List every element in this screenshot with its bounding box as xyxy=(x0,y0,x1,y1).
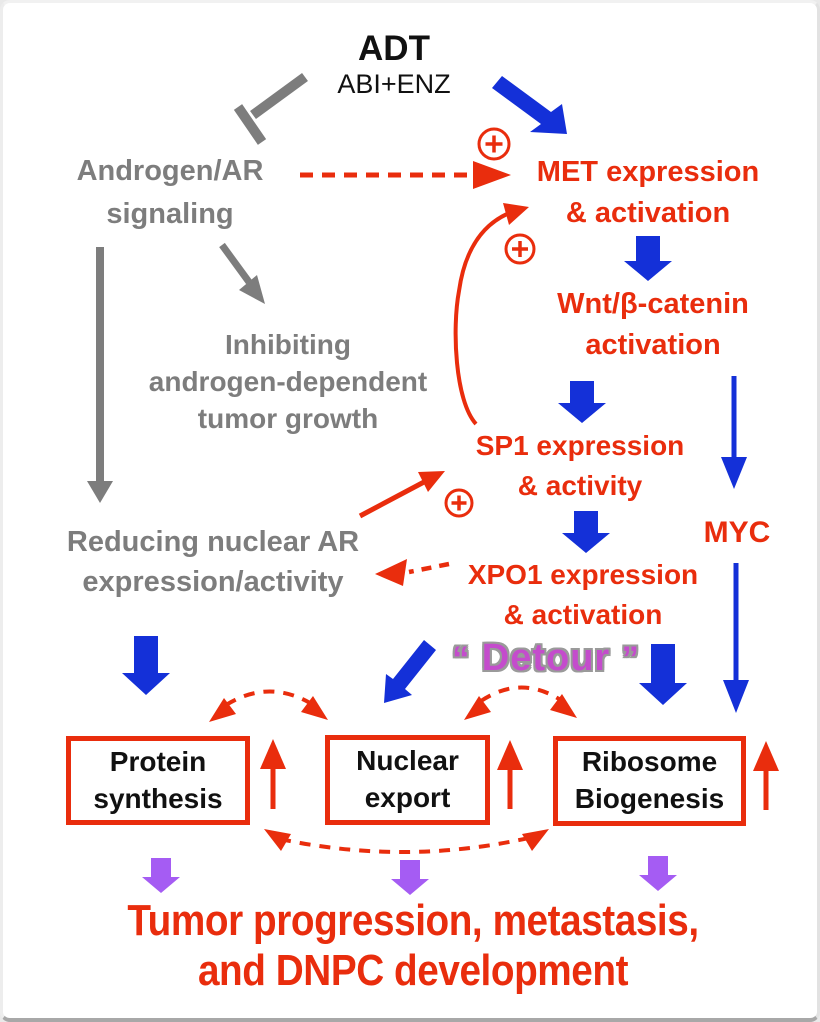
nuclear-line1: Nuclear xyxy=(356,745,459,777)
node-wnt-beta-catenin: Wnt/β-catenin activation xyxy=(557,284,749,366)
sp1-line1: SP1 expression xyxy=(475,430,685,461)
met-line2: & activation xyxy=(565,197,731,230)
xpo1-line1: XPO1 expression xyxy=(467,559,699,590)
arrow-myc-to-ribosome xyxy=(723,563,749,713)
box-ribosome-biogenesis: Ribosome Biogenesis xyxy=(553,736,746,826)
arrow-adt-to-met xyxy=(492,76,567,134)
arrow-protein-nuclear-crosstalk-dashed xyxy=(209,689,328,722)
node-androgen-ar-signaling: Androgen/AR signaling xyxy=(77,150,264,236)
arrow-met-to-wnt xyxy=(624,236,672,281)
outcome-line2: and DNPC development xyxy=(197,946,629,996)
protein-line1: Protein xyxy=(109,745,207,777)
arrow-wnt-to-sp1 xyxy=(558,381,606,423)
node-sp1-expression: SP1 expression & activity xyxy=(476,426,685,506)
outcome-line1: Tumor progression, metastasis, xyxy=(127,896,699,945)
arrow-sp1-to-met-curved xyxy=(453,203,529,426)
reducing-line1: Reducing nuclear AR xyxy=(66,526,360,558)
arrow-protein-to-outcome xyxy=(142,858,180,893)
arrow-nuclear-to-outcome xyxy=(391,860,429,895)
node-xpo1-expression: XPO1 expression & activation xyxy=(468,555,698,635)
wnt-line2: activation xyxy=(585,329,721,362)
arrow-layer: MET --> xyxy=(87,72,779,895)
ribosome-line2: Biogenesis xyxy=(574,783,725,814)
arrow-ribosome-to-outcome xyxy=(639,856,677,891)
nuclear-line2: export xyxy=(364,782,451,813)
arrow-androgen-to-inhibiting xyxy=(219,242,265,304)
arrow-reducing-to-protein xyxy=(122,636,170,695)
arrow-xpo1-to-reducing-dashed xyxy=(375,559,450,586)
arrow-nuclear-feedback-up xyxy=(497,740,523,809)
sp1-line2: & activity xyxy=(517,469,643,501)
node-outcome: Tumor progression, metastasis, and DNPC … xyxy=(127,896,699,996)
detour-label: Detour xyxy=(481,637,611,679)
inhibiting-line1: Inhibiting xyxy=(225,329,351,360)
detour-open-quote: “ xyxy=(452,640,471,678)
plus-circle-icon-sp1 xyxy=(444,488,474,518)
node-met-expression: MET expression & activation xyxy=(537,152,759,234)
node-detour: “ Detour ” xyxy=(452,637,640,680)
arrow-androgen-to-reducing xyxy=(87,247,113,503)
ribosome-line1: Ribosome xyxy=(581,746,718,778)
node-reducing-nuclear-ar: Reducing nuclear AR expression/activity xyxy=(67,522,359,602)
adt-treatment-label: ABI+ENZ xyxy=(337,69,451,99)
inhibition-tbar-adt-to-androgen xyxy=(233,72,308,145)
wnt-line1: Wnt/β-catenin xyxy=(557,288,749,320)
arrow-ribosome-feedback-up xyxy=(753,741,779,810)
node-adt: ADT xyxy=(358,29,430,68)
protein-line2: synthesis xyxy=(93,782,223,814)
detour-close-quote: ” xyxy=(621,640,640,678)
arrow-protein-feedback-up xyxy=(260,739,286,809)
node-adt-treatment: ABI+ENZ xyxy=(337,69,450,100)
met-line1: MET expression xyxy=(536,156,760,188)
arrow-protein-ribosome-crosstalk-dashed xyxy=(264,829,549,855)
arrow-xpo1-to-nuclear xyxy=(384,640,436,703)
myc-label: MYC xyxy=(703,516,771,549)
arrow-androgen-to-met-dashed xyxy=(300,161,511,189)
box-nuclear-export: Nuclear export xyxy=(325,735,490,825)
node-inhibiting-tumor-growth: Inhibiting androgen-dependent tumor grow… xyxy=(149,326,427,438)
inhibiting-line2: androgen-dependent xyxy=(148,366,428,398)
arrow-xpo1-to-ribosome xyxy=(639,644,687,705)
androgen-line2: signaling xyxy=(106,197,234,230)
reducing-line2: expression/activity xyxy=(82,566,344,599)
box-protein-synthesis: Protein synthesis xyxy=(66,736,250,825)
arrow-nuclear-ribosome-crosstalk-dashed xyxy=(464,685,577,720)
arrow-reducing-to-sp1 xyxy=(358,471,445,519)
node-myc: MYC xyxy=(704,516,771,550)
arrow-sp1-to-xpo1 xyxy=(562,511,610,553)
xpo1-line2: & activation xyxy=(503,598,663,630)
androgen-line1: Androgen/AR xyxy=(76,155,264,187)
arrow-wnt-to-myc xyxy=(721,376,747,489)
plus-circle-icon-met-upper xyxy=(477,127,511,161)
adt-label: ADT xyxy=(358,29,430,68)
plus-circle-icon-met-lower xyxy=(504,233,536,265)
inhibiting-line3: tumor growth xyxy=(197,403,379,435)
